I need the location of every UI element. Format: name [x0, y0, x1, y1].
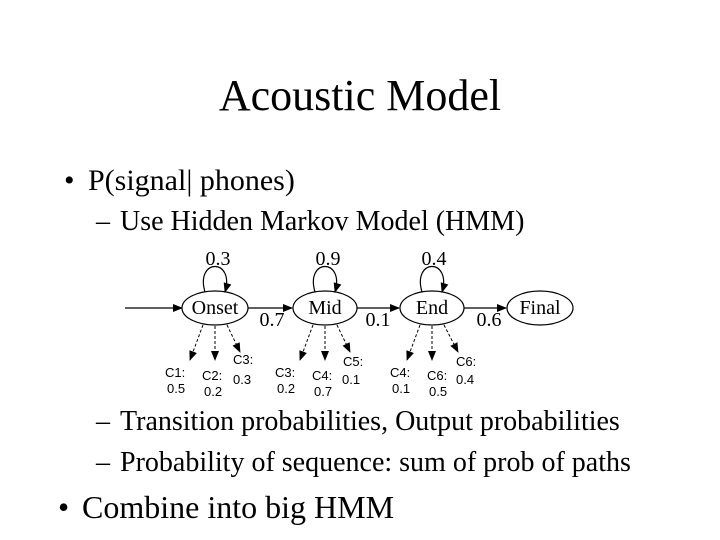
sub-item: –Transition probabilities, Output probab…	[96, 406, 620, 438]
emission-label: C3:	[275, 365, 295, 380]
sub-item-text: Transition probabilities, Output probabi…	[120, 406, 620, 437]
bullet-text: P(signal| phones)	[88, 164, 295, 197]
bullet-item: • Combine into big HMM	[58, 489, 394, 526]
emission-label: C3:	[233, 352, 253, 367]
state-final: Final	[506, 290, 574, 326]
self-loop-label: 0.4	[422, 248, 447, 270]
state-label: End	[416, 297, 448, 319]
bullet-item: • P(signal| phones)	[64, 164, 295, 198]
sub-item-text: Use Hidden Markov Model (HMM)	[120, 206, 525, 237]
sub-item-text: Probability of sequence: sum of prob of …	[120, 447, 631, 478]
self-loop-arrow	[202, 266, 232, 293]
state-label: Onset	[192, 297, 239, 319]
dash-marker: –	[96, 406, 110, 437]
sub-item: –Probability of sequence: sum of prob of…	[96, 447, 631, 479]
emission-prob: 0.1	[342, 372, 360, 387]
emission-label: C4:	[312, 368, 332, 383]
emission-prob: 0.4	[456, 372, 474, 387]
self-loop-label: 0.9	[316, 248, 341, 270]
emission-prob: 0.7	[314, 384, 332, 399]
self-loop-arrow	[419, 266, 449, 293]
state-label: Mid	[308, 297, 341, 319]
bullet-text: Combine into big HMM	[82, 489, 395, 525]
emissions-end: C4: 0.1 C6: 0.5 C6: 0.4	[390, 354, 476, 399]
emission-label: C5:	[343, 354, 363, 369]
emission-prob: 0.1	[392, 381, 410, 396]
emission-arrows	[189, 324, 459, 361]
emission-label: C6:	[456, 354, 476, 369]
state-onset: Onset	[181, 290, 249, 326]
emission-prob: 0.2	[277, 381, 295, 396]
state-label: Final	[519, 297, 561, 319]
transition-label: 0.1	[366, 309, 391, 331]
self-loop-label: 0.3	[206, 248, 231, 270]
emissions-onset: C1: 0.5 C2: 0.2 C3: 0.3	[165, 352, 253, 399]
state-end: End	[399, 290, 465, 326]
emission-label: C2:	[202, 368, 222, 383]
emission-label: C6:	[427, 368, 447, 383]
emissions-mid: C3: 0.2 C4: 0.7 C5: 0.1	[275, 354, 363, 399]
transition-label: 0.6	[477, 309, 502, 331]
transition-label: 0.7	[260, 309, 285, 331]
emission-prob: 0.2	[204, 384, 222, 399]
self-loop-arrow	[312, 266, 342, 293]
emission-label: C1:	[165, 365, 185, 380]
dash-marker: –	[96, 206, 110, 237]
dash-marker: –	[96, 447, 110, 478]
bullet-marker: •	[64, 164, 75, 197]
sub-item: –Use Hidden Markov Model (HMM)	[96, 206, 524, 238]
state-mid: Mid	[292, 290, 358, 326]
bullet-marker: •	[58, 489, 70, 525]
emission-prob: 0.3	[233, 372, 251, 387]
emission-label: C4:	[390, 365, 410, 380]
emission-prob: 0.5	[429, 384, 447, 399]
slide-title: Acoustic Model	[218, 71, 502, 120]
emission-prob: 0.5	[167, 381, 185, 396]
